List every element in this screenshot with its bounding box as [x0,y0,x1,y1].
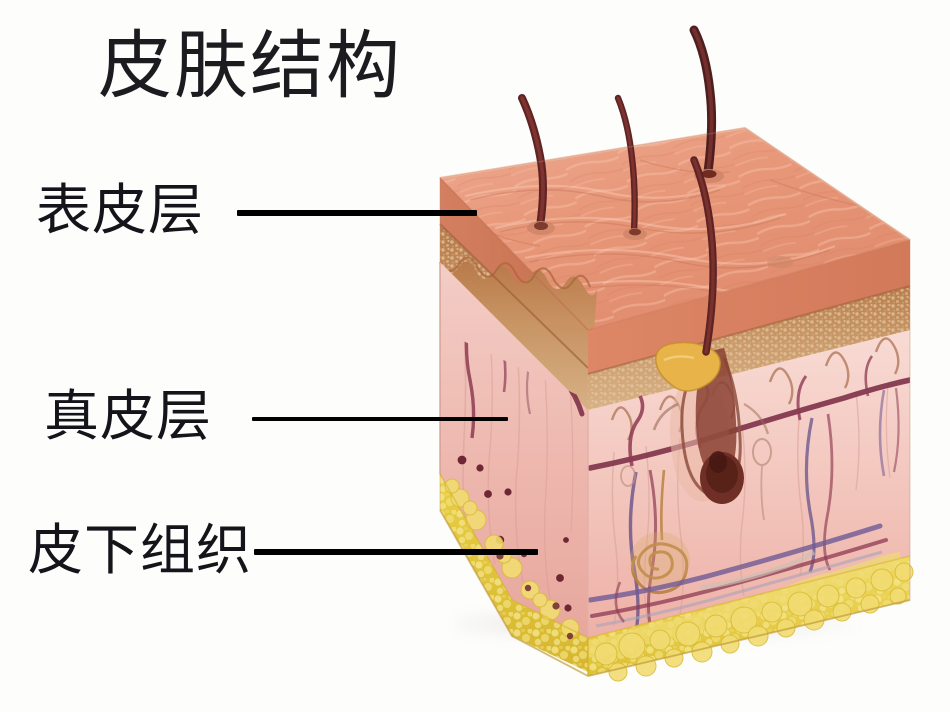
leader-line-subcutaneous [254,549,538,555]
hair-follicle-structure [652,341,770,504]
leader-line-epidermis [237,210,477,216]
subcutaneous-fat-layer [439,473,914,682]
hair-shafts [518,25,793,356]
dermis-right-face [587,330,910,640]
label-epidermis: 表皮层 [36,180,205,241]
leader-line-dermis [252,417,508,421]
epidermis-left-face [439,177,597,418]
nerve-ending-shape [752,438,772,521]
label-subcutaneous: 皮下组织 [28,520,253,581]
sweat-gland-shape [630,469,690,594]
page-title: 皮肤结构 [98,26,402,108]
label-dermis: 真皮层 [44,386,213,447]
